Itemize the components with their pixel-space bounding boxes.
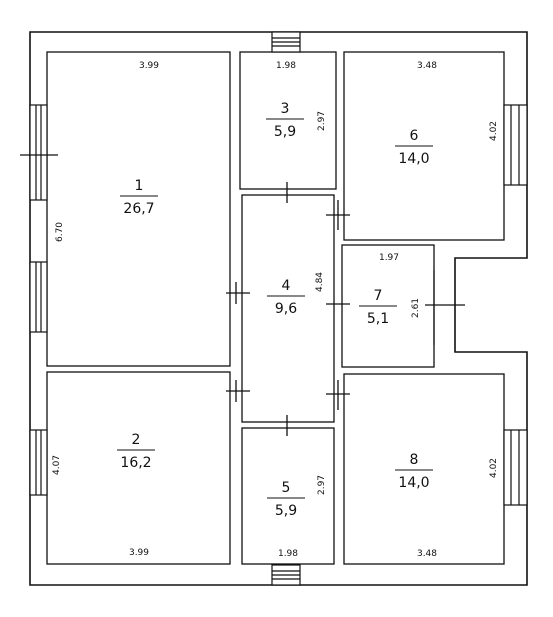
room-4-outline (241, 194, 335, 423)
window-bottom (271, 564, 301, 586)
window-top (271, 31, 301, 53)
window-room-7 (425, 270, 465, 345)
room-4-number: 4 (282, 278, 291, 294)
room-3-number: 3 (281, 101, 290, 117)
room-8-number: 8 (410, 452, 419, 468)
room-7-width-label: 1.97 (379, 253, 399, 263)
room-2-width-label: 3.99 (129, 548, 149, 558)
room-1-area: 26,7 (123, 201, 154, 217)
room-6-area: 14,0 (398, 151, 429, 167)
room-8-width-label: 3.48 (417, 549, 437, 559)
room-7-label: 7 5,1 (359, 288, 397, 327)
room-7-number: 7 (374, 288, 383, 304)
window-left-middle (29, 261, 48, 333)
room-7-area: 5,1 (367, 311, 389, 327)
room-5-height-label: 2.97 (317, 475, 327, 495)
room-3-label: 3 5,9 (266, 101, 304, 140)
room-1-width-label: 3.99 (139, 61, 159, 71)
room-2-height-label: 4.07 (52, 455, 62, 475)
room-5-area: 5,9 (275, 503, 297, 519)
room-5-width-label: 1.98 (278, 549, 298, 559)
room-1-height-label: 6.70 (55, 222, 65, 242)
room-2-area: 16,2 (120, 455, 151, 471)
room-6-label: 6 14,0 (395, 128, 433, 167)
room-4-height-label: 4.84 (315, 272, 325, 292)
room-1-number: 1 (135, 178, 144, 194)
room-2-label: 2 16,2 (117, 432, 155, 471)
room-8-label: 8 14,0 (395, 452, 433, 491)
room-8-height-label: 4.02 (489, 458, 499, 478)
room-2-number: 2 (132, 432, 141, 448)
window-left-upper (20, 104, 58, 201)
room-6-number: 6 (410, 128, 419, 144)
room-6-height-label: 4.02 (489, 121, 499, 141)
room-3-area: 5,9 (274, 124, 296, 140)
room-6-width-label: 3.48 (417, 61, 437, 71)
room-3-height-label: 2.97 (317, 111, 327, 131)
window-right-lower (503, 429, 528, 506)
room-4-label: 4 9,6 (267, 278, 305, 317)
room-1-label: 1 26,7 (120, 178, 158, 217)
door-marks (226, 182, 350, 436)
room-1-outline (46, 51, 231, 367)
window-left-lower (29, 429, 48, 496)
room-3-width-label: 1.98 (276, 61, 296, 71)
window-right-upper (503, 104, 528, 186)
room-8-outline (343, 373, 505, 565)
room-8-area: 14,0 (398, 475, 429, 491)
room-5-number: 5 (282, 480, 291, 496)
room-5-label: 5 5,9 (267, 480, 305, 519)
room-4-area: 9,6 (275, 301, 297, 317)
room-5-outline (241, 427, 335, 565)
room-7-height-label: 2.61 (411, 298, 421, 318)
